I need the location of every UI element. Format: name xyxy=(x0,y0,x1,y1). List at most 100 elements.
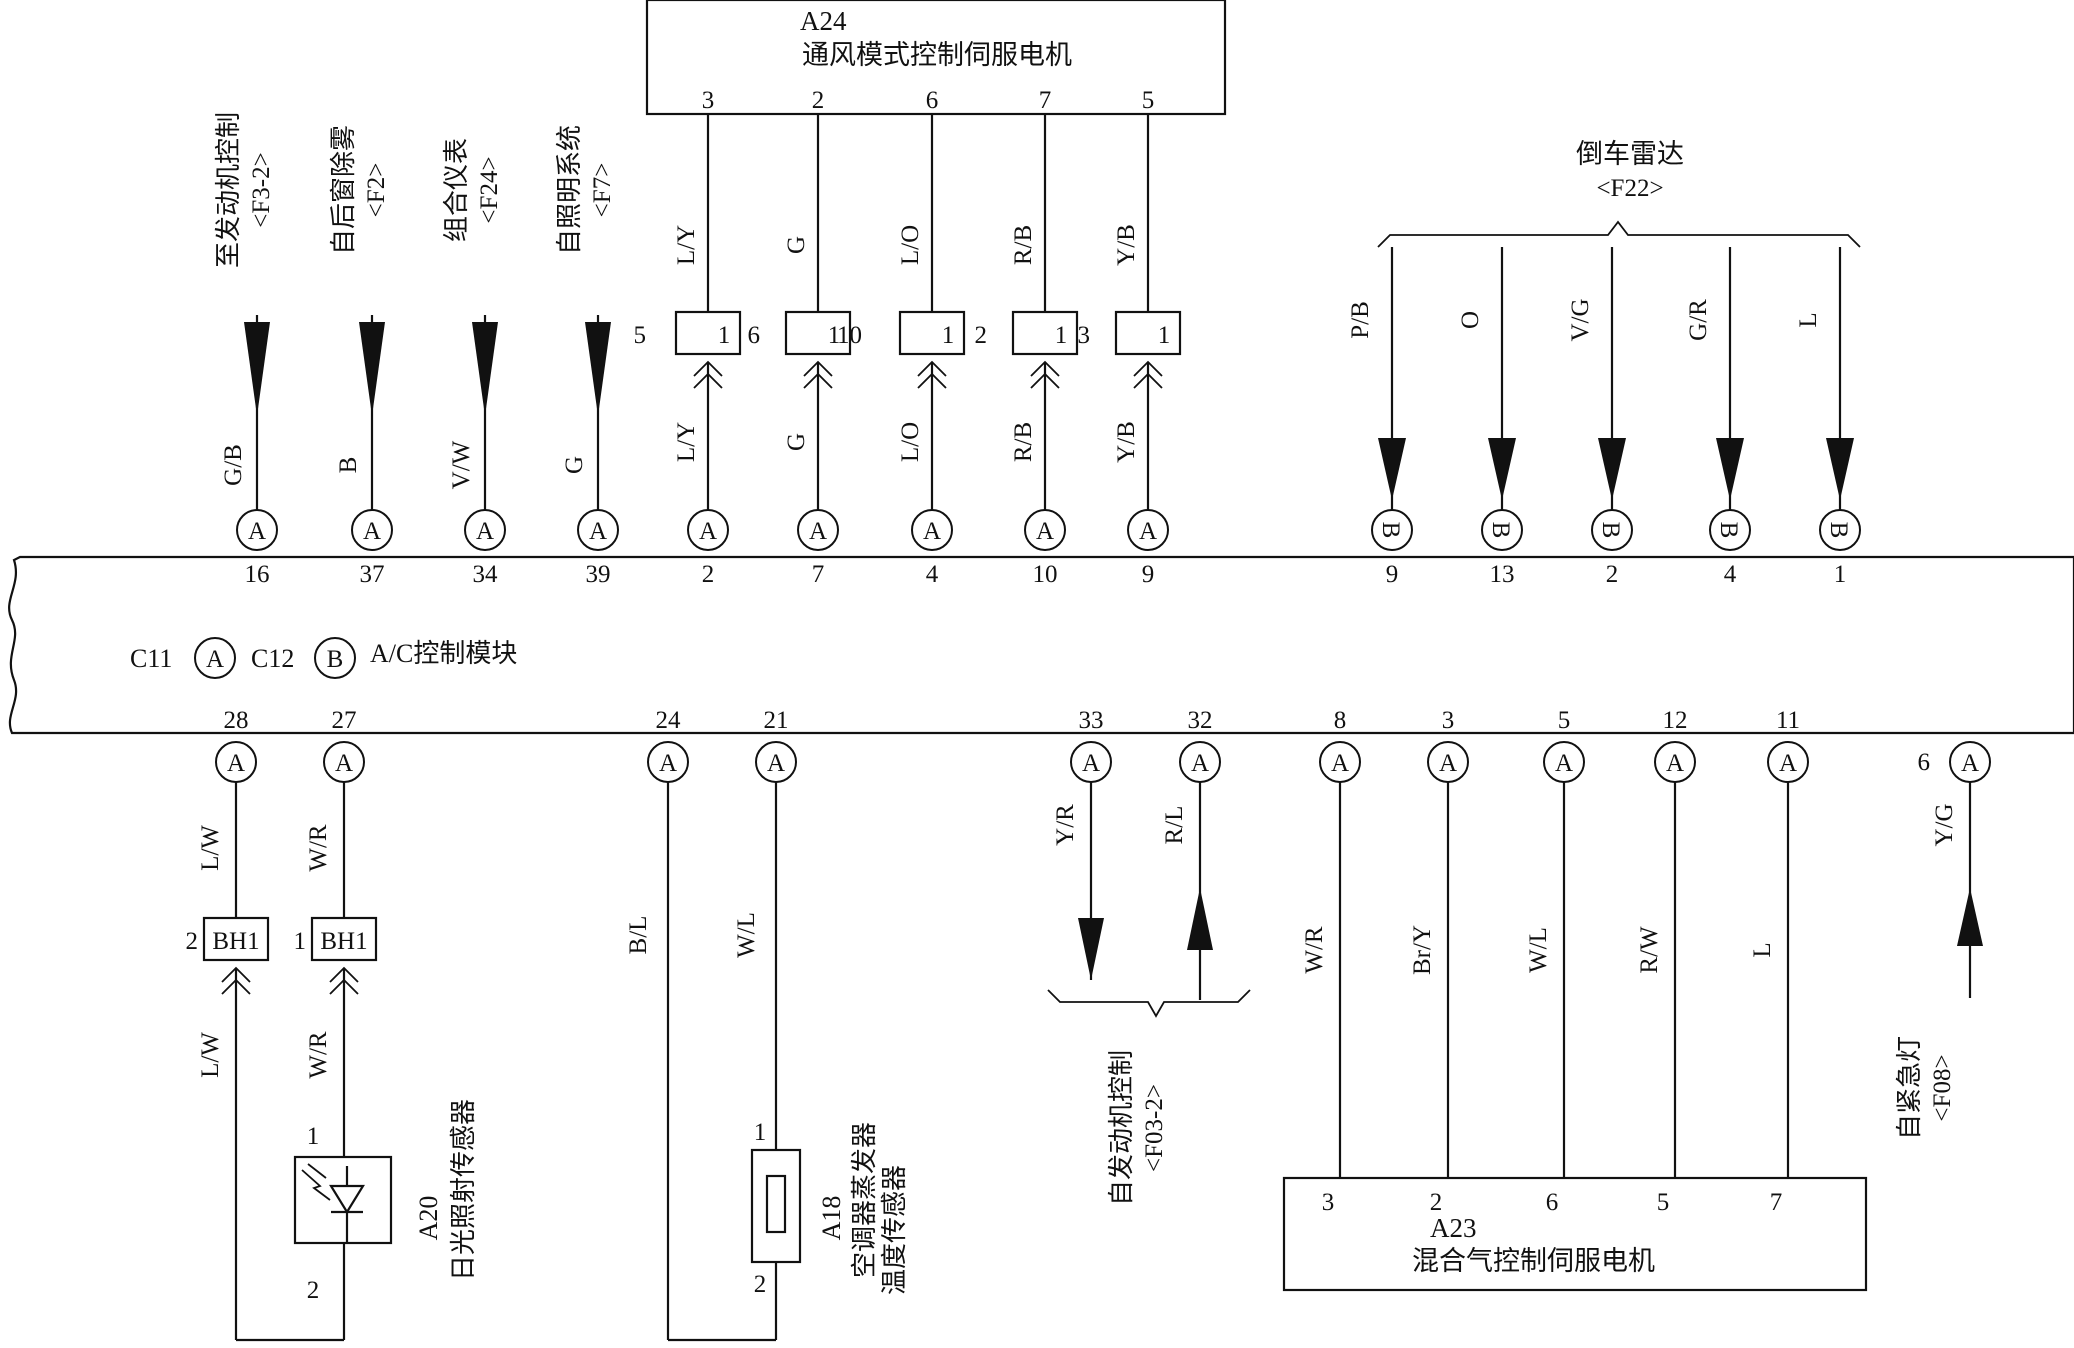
wire-color-label: G xyxy=(783,236,810,254)
a23-name: 混合气控制伺服电机 xyxy=(1412,1246,1655,1276)
wire-color-label: P/B xyxy=(1347,301,1374,339)
inline-connector-pin: 2 xyxy=(975,322,988,349)
arrow-down-icon xyxy=(1378,438,1406,500)
arrow-down-icon xyxy=(1078,918,1104,980)
module-connector-circle xyxy=(797,509,839,551)
module-connector-letter: B xyxy=(1487,522,1514,539)
a24-pin: 7 xyxy=(1039,87,1052,114)
inline-connector-pin: 3 xyxy=(1078,322,1091,349)
module-pin-number: 7 xyxy=(812,561,825,588)
module-pin-number: 1 xyxy=(1834,561,1847,588)
a23-pin-number: 3 xyxy=(1322,1189,1335,1216)
wire-color-label: G xyxy=(783,433,810,451)
wire-color-label: R/L xyxy=(1161,806,1188,845)
input-destination: 至发动机控制 xyxy=(214,112,243,268)
module-connector-circle xyxy=(1481,509,1523,551)
radar-bracket xyxy=(1377,220,1861,248)
module-connector-letter: A xyxy=(1331,750,1349,777)
a23-pin-number: 5 xyxy=(1657,1189,1670,1216)
a24-ref: A24 xyxy=(800,6,847,36)
ac-control-module xyxy=(8,555,2074,735)
radar-code: <F22> xyxy=(1596,175,1663,202)
inline-connector-box xyxy=(1011,310,1079,356)
engine-bracket xyxy=(1047,989,1251,1018)
engine-dest: 自发动机控制 xyxy=(1107,1050,1136,1206)
evap-ref: A18 xyxy=(817,1196,846,1241)
input-destination: 组合仪表 xyxy=(442,138,471,242)
inline-connector-pin: 2 xyxy=(186,928,199,955)
input-code: <F24> xyxy=(476,156,503,223)
a24-pin: 5 xyxy=(1142,87,1155,114)
module-connector-circle xyxy=(1127,509,1169,551)
wire-color-label: R/W xyxy=(1636,926,1663,974)
module-connector-circle xyxy=(464,509,506,551)
module-connector-letter: A xyxy=(227,750,245,777)
hazard-dest: 自紧急灯 xyxy=(1895,1036,1924,1140)
inline-connector-pin: 10 xyxy=(837,322,862,349)
module-connector-letter: A xyxy=(1439,750,1457,777)
module-pin-number: 4 xyxy=(926,561,939,588)
module-pin-number: 11 xyxy=(1776,707,1800,734)
module-connector-letter: A xyxy=(1139,518,1157,545)
input-code: <F2> xyxy=(363,163,390,218)
wire-color-label: L/O xyxy=(897,422,924,462)
module-connector-letter: A xyxy=(476,518,494,545)
module-connector-circle xyxy=(1024,509,1066,551)
module-name: A/C控制模块 xyxy=(370,639,517,668)
module-pin-number: 13 xyxy=(1490,561,1515,588)
module-pin-number: 4 xyxy=(1724,561,1737,588)
module-pin-number: 16 xyxy=(245,561,270,588)
a24-wire-group: 3 2 6 7 5 L/Y15L/YA2G16GA7L/O110L/OA4R/B… xyxy=(634,87,1182,588)
module-connector-letter: A xyxy=(767,750,785,777)
wire-color-label: R/B xyxy=(1010,225,1037,265)
module-conn-letter-a: A xyxy=(206,646,224,673)
wire-color-label: O xyxy=(1457,311,1484,329)
a24-pin: 3 xyxy=(702,87,715,114)
inline-connector-name: BH1 xyxy=(212,928,259,955)
wire-color-label: L/W xyxy=(197,1032,224,1078)
module-connector-circle xyxy=(911,509,953,551)
photodiode-icon xyxy=(329,1166,365,1243)
input-destination: 自照明系统 xyxy=(555,125,584,255)
module-pin-number: 12 xyxy=(1663,707,1688,734)
module-pin-number: 5 xyxy=(1558,707,1571,734)
a23-component-box xyxy=(1282,1176,1868,1292)
sunload-name: 日光照射传感器 xyxy=(449,1099,478,1281)
wire-color-label: L xyxy=(1795,312,1822,327)
arrow-down-icon xyxy=(472,322,498,416)
wire-color-label: W/R xyxy=(305,824,332,872)
hazard-code: <F08> xyxy=(1929,1054,1956,1121)
module-pin-number: 8 xyxy=(1334,707,1347,734)
module-pin-number: 34 xyxy=(473,561,499,588)
module-connector-letter: A xyxy=(1666,750,1684,777)
module-pin-number: 33 xyxy=(1079,707,1104,734)
wire-color-label: L xyxy=(1749,942,1776,957)
module-connector-letter: A xyxy=(809,518,827,545)
module-connector-letter: A xyxy=(1961,750,1979,777)
a23-pin-number: 7 xyxy=(1770,1189,1783,1216)
module-conn-letter-b: B xyxy=(327,646,344,673)
arrow-down-icon xyxy=(1826,438,1854,500)
module-connector-label-c11: C11 xyxy=(130,644,172,673)
arrow-down-icon xyxy=(1598,438,1626,500)
resistor-icon xyxy=(765,1174,787,1234)
module-pin-number: 2 xyxy=(702,561,715,588)
inline-connector-cavity: 1 xyxy=(942,322,955,349)
sunload-pin-top: 1 xyxy=(307,1123,320,1150)
module-pin-number: 9 xyxy=(1142,561,1155,588)
inline-connector-box xyxy=(784,310,852,356)
sunload-sensor-body xyxy=(293,1155,393,1245)
module-connector-letter: A xyxy=(589,518,607,545)
a23-ref: A23 xyxy=(1430,1213,1477,1243)
wire-color-label: G/R xyxy=(1685,299,1712,341)
module-connector-letter: A xyxy=(1191,750,1209,777)
wire-color-label: R/B xyxy=(1010,422,1037,462)
module-pin-number: 10 xyxy=(1033,561,1058,588)
evap-name-line2: 温度传感器 xyxy=(880,1165,909,1295)
evap-sensor-body xyxy=(750,1148,802,1264)
module-connector-circle xyxy=(1709,509,1751,551)
inline-connector-box xyxy=(202,916,270,962)
wire-color-label: Y/B xyxy=(1113,224,1140,266)
